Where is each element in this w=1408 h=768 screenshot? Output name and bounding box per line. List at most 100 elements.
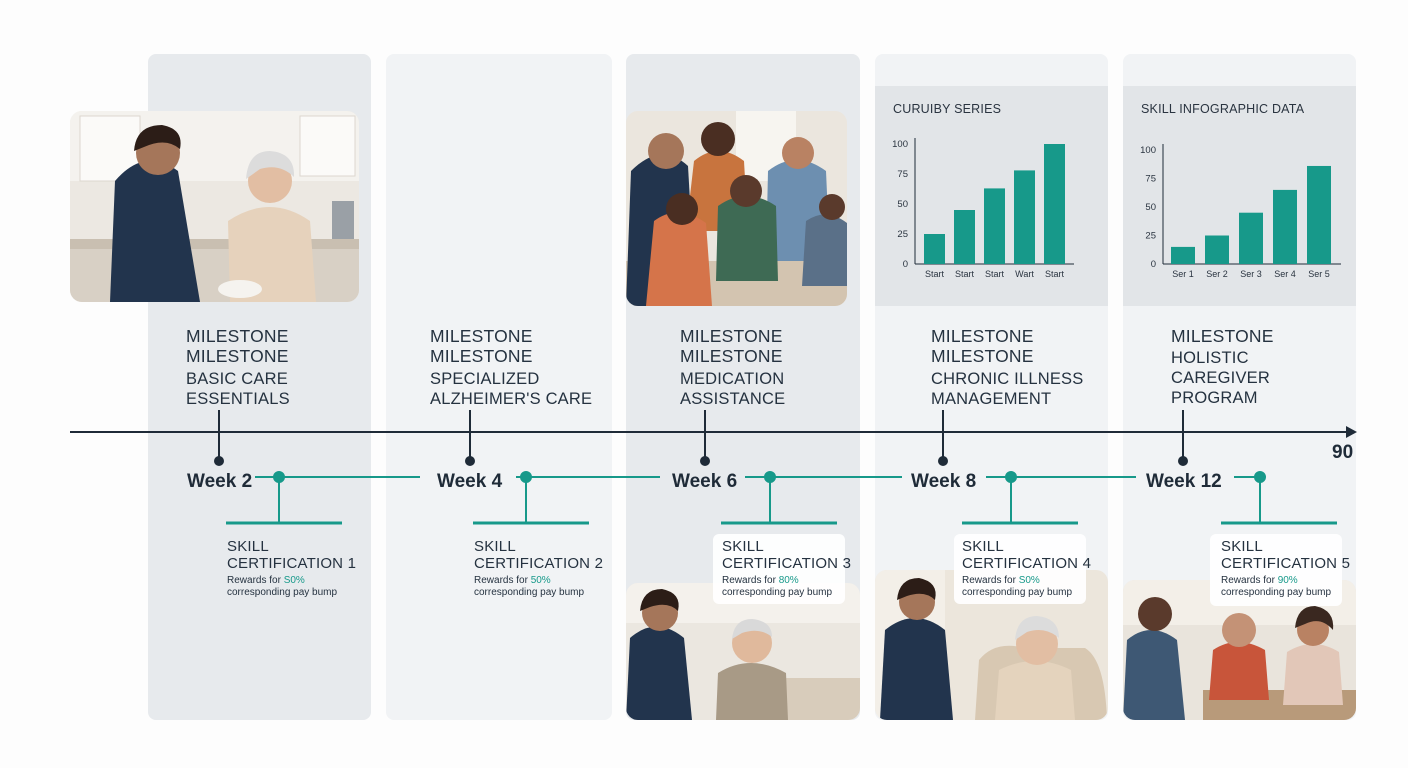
cert-3-desc: Rewards for 80%corresponding pay bump: [722, 575, 851, 599]
milestone-1-line1: MILESTONE: [186, 326, 289, 346]
chart-1-bar: [1044, 144, 1065, 264]
chart-2-bar: [1239, 212, 1263, 264]
cert-4-desc-suffix: corresponding pay bump: [962, 587, 1073, 598]
milestone-4-line3: CHRONIC ILLNESS: [931, 370, 1084, 388]
cert-2-desc-prefix: Rewards for: [474, 575, 531, 586]
cert-3-desc-suffix: corresponding pay bump: [722, 587, 833, 598]
cert-5-desc-suffix: corresponding pay bump: [1221, 587, 1332, 598]
chart-2-xtick-label: Ser 3: [1240, 269, 1262, 279]
cert-5-line1: SKILL: [1221, 538, 1263, 555]
milestone-4-text: MILESTONE MILESTONE CHRONIC ILLNESS MANA…: [931, 326, 1083, 409]
column-background-2: [386, 54, 612, 720]
chart-1-xtick-label: Wart: [1015, 269, 1034, 279]
chart-1-ytick-label: 100: [892, 139, 908, 150]
milestone-5-line1: MILESTONE: [1171, 326, 1274, 346]
milestone-3-text: MILESTONE MILESTONE MEDICATION ASSISTANC…: [680, 326, 785, 409]
chart-1-xtick-label: Start: [985, 269, 1005, 279]
cert-2-line1: SKILL: [474, 538, 516, 555]
chart-1-bar: [924, 234, 945, 264]
milestone-2-line2: MILESTONE: [430, 346, 533, 366]
cert-2-desc: Rewards for 50%corresponding pay bump: [474, 575, 603, 599]
chart-2-title: SKILL INFOGRAPHIC DATA: [1141, 102, 1305, 116]
cert-1-desc-prefix: Rewards for: [227, 575, 284, 586]
week-label-4: Week 8: [911, 471, 977, 492]
cert-1-desc: Rewards for S0%corresponding pay bump: [227, 575, 356, 599]
chart-1-ytick-label: 0: [903, 259, 908, 270]
milestone-3-line4: ASSISTANCE: [680, 390, 786, 408]
certification-3: SKILL CERTIFICATION 3 Rewards for 80%cor…: [722, 538, 851, 599]
cert-3-line1: SKILL: [722, 538, 764, 555]
cert-4-pct: S0%: [1018, 575, 1040, 586]
chart-2-xtick-label: Ser 2: [1206, 269, 1228, 279]
chart-2-ytick-label: 50: [1145, 202, 1156, 213]
chart-1-bar: [954, 210, 975, 264]
chart-1-bar: [984, 188, 1005, 264]
chart-2-ytick-label: 0: [1151, 259, 1156, 270]
milestone-1-text: MILESTONE MILESTONE BASIC CARE ESSENTIAL…: [186, 326, 290, 409]
chart-1-xtick-label: Start: [955, 269, 975, 279]
family-care-photo: [626, 111, 847, 306]
week-label-3: Week 6: [672, 471, 738, 492]
certification-2: SKILL CERTIFICATION 2 Rewards for 50%cor…: [474, 538, 603, 599]
cert-5-desc: Rewards for 90%corresponding pay bump: [1221, 575, 1350, 599]
cert-4-backdrop: [954, 534, 1086, 604]
chart-2-bar: [1205, 235, 1229, 264]
milestone-2-line1: MILESTONE: [430, 326, 533, 346]
chart-2-xtick-label: Ser 5: [1308, 269, 1330, 279]
chart-1-ytick-label: 25: [897, 229, 908, 240]
chart-2-xtick-label: Ser 1: [1172, 269, 1194, 279]
milestone-5-text: MILESTONE HOLISTIC CAREGIVER PROGRAM: [1171, 326, 1274, 408]
cert-5-desc-prefix: Rewards for: [1221, 575, 1278, 586]
certification-4: SKILL CERTIFICATION 4 Rewards for S0%cor…: [962, 538, 1091, 599]
cert-1-pct: S0%: [283, 575, 305, 586]
chart-2-ytick-label: 100: [1140, 145, 1156, 156]
chart-2-ytick-label: 25: [1145, 231, 1156, 242]
cert-2-desc-suffix: corresponding pay bump: [474, 587, 585, 598]
milestone-4-line1: MILESTONE: [931, 326, 1034, 346]
cert-3-line2: CERTIFICATION 3: [722, 555, 852, 572]
week-label-2: Week 4: [437, 471, 503, 492]
milestone-4-line2: MILESTONE: [931, 346, 1034, 366]
chart-1-xtick-label: Start: [1045, 269, 1065, 279]
cert-5-line2: CERTIFICATION 5: [1221, 555, 1351, 572]
milestone-2-text: MILESTONE MILESTONE SPECIALIZED ALZHEIME…: [430, 326, 592, 409]
cert-1-line1: SKILL: [227, 538, 269, 555]
milestone-1-line3: BASIC CARE: [186, 370, 288, 388]
cert-2-line2: CERTIFICATION 2: [474, 555, 604, 572]
chart-2-bar: [1307, 165, 1331, 264]
milestone-5-line2: HOLISTIC: [1171, 349, 1249, 367]
cert-3-desc-prefix: Rewards for: [722, 575, 779, 586]
chart-1-title: CURUIBY SERIES: [893, 102, 1002, 116]
chart-2-xtick-label: Ser 4: [1274, 269, 1296, 279]
chart-1-bar: [1014, 170, 1035, 264]
cert-1-desc-suffix: corresponding pay bump: [227, 587, 338, 598]
chart-2-bar: [1273, 189, 1297, 264]
cert-4-line1: SKILL: [962, 538, 1004, 555]
milestone-1-line4: ESSENTIALS: [186, 390, 290, 408]
milestone-3-line2: MILESTONE: [680, 346, 783, 366]
cert-1-line2: CERTIFICATION 1: [227, 555, 357, 572]
chart-1-ytick-label: 50: [897, 199, 908, 210]
cert-4-desc-prefix: Rewards for: [962, 575, 1019, 586]
week-label-1: Week 2: [187, 471, 253, 492]
chart-1-xtick-label: Start: [925, 269, 945, 279]
milestone-2-line4: ALZHEIMER'S CARE: [430, 390, 593, 408]
caregiver-elderly-man-photo: [626, 583, 860, 720]
milestone-4-line4: MANAGEMENT: [931, 390, 1052, 408]
cert-2-pct: 50%: [530, 575, 551, 586]
chart-2-ytick-label: 75: [1145, 174, 1156, 185]
cert-3-pct: 80%: [778, 575, 799, 586]
chart-1-ytick-label: 75: [897, 169, 908, 180]
milestone-3-line3: MEDICATION: [680, 370, 785, 388]
certification-5: SKILL CERTIFICATION 5 Rewards for 90%cor…: [1221, 538, 1350, 599]
milestone-5-line4: PROGRAM: [1171, 389, 1258, 407]
milestone-1-line2: MILESTONE: [186, 346, 289, 366]
certification-1: SKILL CERTIFICATION 1 Rewards for S0%cor…: [227, 538, 356, 599]
week-label-5: Week 12: [1146, 471, 1222, 492]
cert-5-pct: 90%: [1277, 575, 1298, 586]
milestone-3-line1: MILESTONE: [680, 326, 783, 346]
timeline-end-label: 90: [1332, 442, 1354, 463]
